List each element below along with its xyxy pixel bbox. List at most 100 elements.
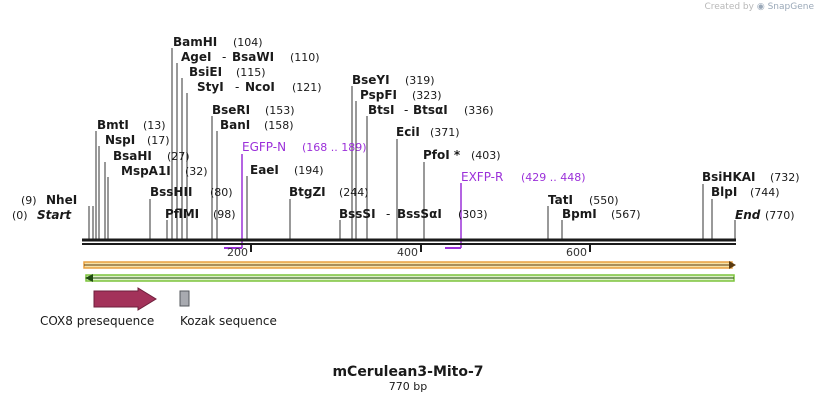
site-pspfi[interactable]: PspFI (323) — [360, 88, 442, 102]
primer-position: (168 .. 189) — [302, 141, 367, 154]
site-position: (80) — [210, 186, 233, 199]
site-name: MspA1I — [121, 164, 171, 178]
snapgene-credit: Created by ◉ SnapGene — [704, 2, 814, 12]
feature-track-reverse[interactable] — [85, 274, 735, 282]
ruler-label-400: 400 — [397, 246, 418, 259]
site-bsshii[interactable]: BssHII (80) — [150, 185, 233, 199]
site-eaei[interactable]: EaeI (194) — [250, 163, 324, 177]
site-name: BtgZI — [289, 185, 326, 199]
site-name: BanI — [220, 118, 250, 132]
primer-egfp-n-marker — [224, 154, 243, 249]
site-position: (32) — [185, 165, 208, 178]
kozak-sequence-box[interactable] — [179, 290, 190, 307]
site-position: (732) — [770, 171, 800, 184]
end-pos: (770) — [765, 209, 795, 222]
site-position: (194) — [294, 164, 324, 177]
site-bsiei[interactable]: BsiEI (115) — [189, 65, 266, 79]
site-mspa1i[interactable]: MspA1I (32) — [121, 164, 208, 178]
site-position: (104) — [233, 36, 263, 49]
site-alt-name: BsaWI — [232, 50, 274, 64]
site-nspi[interactable]: NspI (17) — [105, 133, 170, 147]
site-bsahi[interactable]: BsaHI (27) — [113, 149, 190, 163]
site-name: BamHI — [173, 35, 217, 49]
site-styi[interactable]: StyI - NcoI (121) — [197, 80, 322, 94]
dna-backbone — [82, 238, 736, 245]
site-name: BssHII — [150, 185, 192, 199]
site-position: (121) — [292, 81, 322, 94]
site-ecii[interactable]: EciI (371) — [396, 125, 460, 139]
site-name: PflMI — [165, 207, 199, 221]
site-name: BseRI — [212, 103, 250, 117]
feature-label-kozak: Kozak sequence — [180, 314, 277, 328]
site-position: (323) — [412, 89, 442, 102]
ruler: 200 400 600 — [227, 244, 591, 259]
site-position: (744) — [750, 186, 780, 199]
site-leader-lines — [88, 48, 736, 240]
site-bpmi[interactable]: BpmI (567) — [562, 207, 641, 221]
site-nhei[interactable]: (9) NheI — [21, 193, 77, 207]
map-title: mCerulean3-Mito-7 — [332, 364, 483, 380]
site-name: BtsI — [368, 103, 395, 117]
site-name: NspI — [105, 133, 135, 147]
site-pflmi[interactable]: PflMI (98) — [165, 207, 236, 221]
primer-egfp-n[interactable]: EGFP-N (168 .. 189) — [242, 140, 367, 154]
site-name: EaeI — [250, 163, 279, 177]
site-alt-name: NcoI — [245, 80, 275, 94]
site-btgzi[interactable]: BtgZI (244) — [289, 185, 369, 199]
site-name: BssSI — [339, 207, 376, 221]
site-agei[interactable]: AgeI - BsaWI (110) — [181, 50, 320, 64]
site-position: (13) — [143, 119, 166, 132]
site-position: (153) — [265, 104, 295, 117]
site-name: BlpI — [711, 185, 737, 199]
feature-label-cox8: COX8 presequence — [40, 314, 154, 328]
site-bseri[interactable]: BseRI (153) — [212, 103, 295, 117]
credit-prefix: Created by — [704, 2, 754, 12]
site-position: (27) — [167, 150, 190, 163]
site-blpi[interactable]: BlpI (744) — [711, 185, 780, 199]
site-name: NheI — [46, 193, 77, 207]
site-position: (244) — [339, 186, 369, 199]
ruler-label-200: 200 — [227, 246, 248, 259]
site-name: StyI — [197, 80, 224, 94]
site-position: (110) — [290, 51, 320, 64]
site-bseyi[interactable]: BseYI (319) — [352, 73, 435, 87]
svg-text:-: - — [404, 103, 408, 117]
feature-track-forward[interactable] — [83, 261, 736, 269]
site-position: (550) — [589, 194, 619, 207]
svg-text:-: - — [222, 50, 226, 64]
site-bmti[interactable]: BmtI (13) — [97, 118, 166, 132]
site-alt-name: BtsαI — [413, 103, 448, 117]
site-tati[interactable]: TatI (550) — [548, 193, 619, 207]
site-name: AgeI — [181, 50, 211, 64]
primer-exfp-r[interactable]: EXFP-R (429 .. 448) — [461, 170, 586, 184]
site-name: BseYI — [352, 73, 390, 87]
start-pos: (0) — [12, 209, 28, 222]
site-position: (115) — [236, 66, 266, 79]
cox8-presequence-arrow[interactable] — [93, 287, 157, 311]
site-name: BpmI — [562, 207, 597, 221]
site-name: PfoI * — [423, 148, 461, 162]
site-position: (403) — [471, 149, 501, 162]
site-name: BsiEI — [189, 65, 222, 79]
site-name: PspFI — [360, 88, 397, 102]
site-position: (17) — [147, 134, 170, 147]
site-bani[interactable]: BanI (158) — [220, 118, 294, 132]
site-bsssi[interactable]: BssSI - BssSαI (303) — [339, 207, 488, 221]
site-btsi[interactable]: BtsI - BtsαI (336) — [368, 103, 494, 117]
site-position: (567) — [611, 208, 641, 221]
site-name: TatI — [548, 193, 573, 207]
site-position: (336) — [464, 104, 494, 117]
credit-brand: SnapGene — [767, 2, 814, 12]
start-label: Start — [37, 208, 72, 222]
site-position: (319) — [405, 74, 435, 87]
end-label: End — [735, 208, 761, 222]
site-position: (98) — [213, 208, 236, 221]
site-position: (9) — [21, 194, 37, 207]
site-position: (371) — [430, 126, 460, 139]
site-bamhi[interactable]: BamHI (104) — [173, 35, 263, 49]
ruler-label-600: 600 — [566, 246, 587, 259]
site-pfoi[interactable]: PfoI * (403) — [423, 148, 501, 162]
site-name: EciI — [396, 125, 420, 139]
site-bsihkai[interactable]: BsiHKAI (732) — [702, 170, 800, 184]
